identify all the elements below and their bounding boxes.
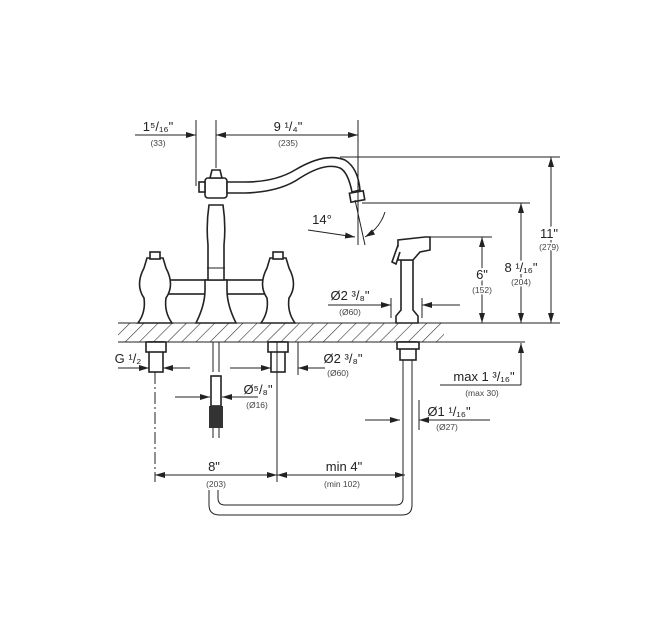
label-sprayer-offset-mm: (min 102) [324,479,360,489]
label-spray-angle: 14° [312,212,332,227]
label-spout-reach: 9 ¹/₄" [274,119,303,134]
label-spout-height: 8 ¹/₁₆" [504,260,537,275]
label-sprayer-base-dia-mm: (Ø60) [339,307,361,317]
label-max-deck: max 1 ³/₁₆" [453,369,515,384]
label-supply-dia: Ø⁵/₈" [243,382,273,397]
under-counter-connections [145,341,420,516]
label-supply-dia-mm: (Ø16) [246,400,268,410]
label-max-deck-mm: (max 30) [465,388,499,398]
label-base-dia: Ø2 ³/₈" [324,351,363,366]
label-thread: G ¹/₂ [115,351,142,366]
extension-lines [154,120,560,482]
dimension-labels: 1⁵/₁₆" (33) 9 ¹/₄" (235) 14° 11" (279) 8… [115,119,561,489]
label-centers-mm: (203) [206,479,226,489]
label-handle-offset: 1⁵/₁₆" [143,119,174,134]
countertop-section [118,322,560,343]
label-hose-hole-dia: Ø1 ¹/₁₆" [427,404,471,419]
label-base-dia-mm: (Ø60) [327,368,349,378]
label-handle-offset-mm: (33) [150,138,165,148]
label-overall-height: 11" [540,226,558,241]
label-sprayer-height: 6" [476,267,488,282]
faucet-body [136,156,366,324]
label-sprayer-base-dia: Ø2 ³/₈" [331,288,370,303]
side-sprayer [391,236,431,324]
label-sprayer-height-mm: (152) [472,285,492,295]
dimension-lines [118,132,554,478]
label-spout-height-mm: (204) [511,277,531,287]
label-centers: 8" [208,459,220,474]
label-sprayer-offset: min 4" [326,459,363,474]
label-overall-height-mm: (279) [539,242,559,252]
label-hose-hole-dia-mm: (Ø27) [436,422,458,432]
label-spout-reach-mm: (235) [278,138,298,148]
